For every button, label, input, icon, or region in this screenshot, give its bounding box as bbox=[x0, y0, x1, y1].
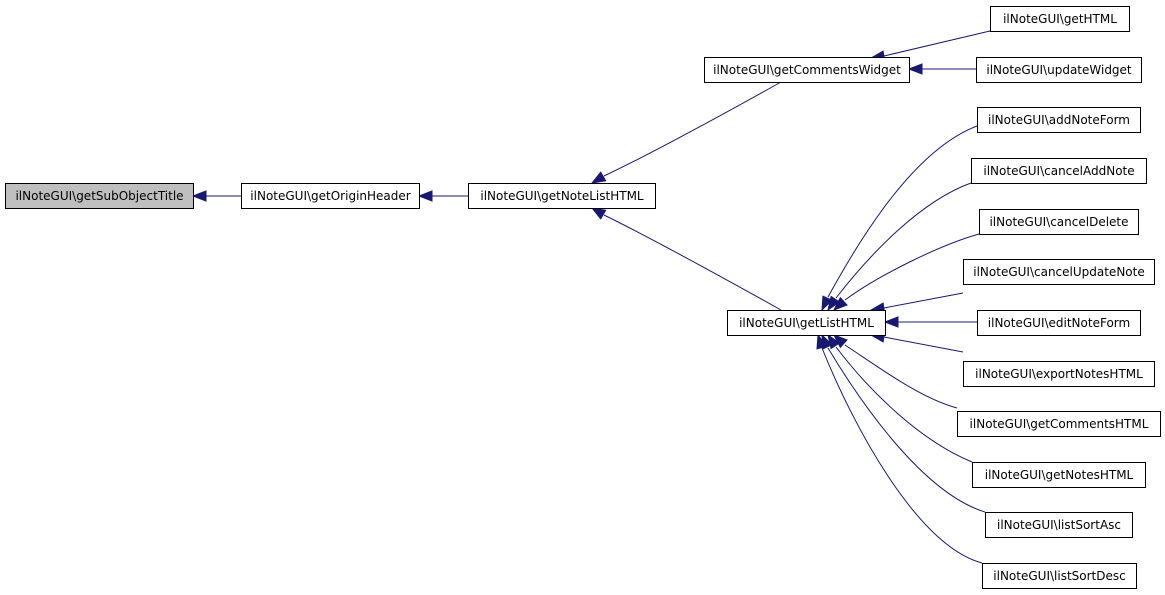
node-n13[interactable]: ilNoteGUI\getCommentsHTML bbox=[957, 411, 1161, 437]
node-n2[interactable]: ilNoteGUI\getNoteListHTML bbox=[468, 183, 656, 209]
edge-n7-n4 bbox=[821, 125, 978, 312]
arrowhead-icon bbox=[590, 171, 607, 184]
node-n12[interactable]: ilNoteGUI\exportNotesHTML bbox=[963, 361, 1155, 387]
edge-n13-n4 bbox=[832, 334, 958, 409]
node-label: ilNoteGUI\getNoteListHTML bbox=[480, 189, 644, 203]
edge-n16-n4 bbox=[816, 333, 983, 564]
node-box[interactable] bbox=[468, 183, 656, 209]
edge-n14-n4 bbox=[827, 333, 973, 463]
edge-n9-n4 bbox=[832, 233, 980, 311]
node-n16[interactable]: ilNoteGUI\listSortDesc bbox=[982, 563, 1137, 589]
node-box[interactable] bbox=[977, 310, 1141, 336]
node-box[interactable] bbox=[963, 259, 1155, 285]
node-n9[interactable]: ilNoteGUI\cancelDelete bbox=[979, 209, 1139, 235]
node-box[interactable] bbox=[704, 57, 910, 83]
node-box[interactable] bbox=[963, 361, 1155, 387]
node-box[interactable] bbox=[982, 563, 1137, 589]
edge-line bbox=[821, 347, 983, 564]
edge-line bbox=[883, 292, 964, 309]
node-label: ilNoteGUI\editNoteForm bbox=[988, 316, 1130, 330]
edge-n4-n2 bbox=[590, 207, 782, 311]
node-n11[interactable]: ilNoteGUI\editNoteForm bbox=[977, 310, 1141, 336]
arrowhead-icon bbox=[816, 333, 828, 350]
node-label: ilNoteGUI\getOriginHeader bbox=[250, 189, 410, 203]
arrowhead-icon bbox=[907, 63, 923, 75]
edge-line bbox=[844, 344, 958, 409]
node-n8[interactable]: ilNoteGUI\cancelAddNote bbox=[971, 158, 1147, 184]
edge-n5-n3 bbox=[869, 30, 991, 62]
arrowhead-icon bbox=[590, 207, 607, 220]
arrowhead-icon bbox=[832, 296, 848, 311]
edge-line bbox=[603, 214, 782, 311]
node-n0[interactable]: ilNoteGUI\getSubObjectTitle bbox=[5, 183, 194, 209]
edge-line bbox=[827, 347, 986, 513]
node-label: ilNoteGUI\getHTML bbox=[1003, 12, 1117, 26]
node-box[interactable] bbox=[990, 6, 1130, 32]
node-label: ilNoteGUI\getSubObjectTitle bbox=[15, 189, 183, 203]
node-box[interactable] bbox=[727, 310, 886, 336]
node-n10[interactable]: ilNoteGUI\cancelUpdateNote bbox=[963, 259, 1155, 285]
node-label: ilNoteGUI\getListHTML bbox=[739, 316, 874, 330]
edge-line bbox=[835, 182, 972, 299]
edge-n6-n3 bbox=[907, 63, 976, 75]
node-label: ilNoteGUI\updateWidget bbox=[986, 63, 1132, 77]
node-n14[interactable]: ilNoteGUI\getNotesHTML bbox=[972, 462, 1146, 488]
edge-line bbox=[827, 125, 978, 298]
edge-n1-n0 bbox=[191, 190, 241, 202]
node-label: ilNoteGUI\cancelDelete bbox=[989, 215, 1128, 229]
edge-line bbox=[844, 233, 980, 301]
edge-n2-n1 bbox=[417, 190, 468, 202]
node-n15[interactable]: ilNoteGUI\listSortAsc bbox=[985, 512, 1133, 538]
edge-line bbox=[883, 336, 964, 353]
node-label: ilNoteGUI\getCommentsWidget bbox=[713, 63, 901, 77]
node-label: ilNoteGUI\getCommentsHTML bbox=[970, 417, 1149, 431]
node-n6[interactable]: ilNoteGUI\updateWidget bbox=[976, 57, 1142, 83]
node-n4[interactable]: ilNoteGUI\getListHTML bbox=[727, 310, 886, 336]
edge-line bbox=[603, 81, 782, 177]
edge-line bbox=[835, 346, 973, 463]
arrowhead-icon bbox=[821, 295, 833, 312]
node-label: ilNoteGUI\getNotesHTML bbox=[985, 468, 1134, 482]
node-box[interactable] bbox=[979, 209, 1139, 235]
node-label: ilNoteGUI\addNoteForm bbox=[988, 113, 1130, 127]
node-box[interactable] bbox=[976, 57, 1142, 83]
node-box[interactable] bbox=[977, 107, 1141, 133]
node-label: ilNoteGUI\cancelAddNote bbox=[983, 164, 1134, 178]
arrowhead-icon bbox=[191, 190, 207, 202]
node-label: ilNoteGUI\listSortAsc bbox=[997, 518, 1121, 532]
edge-line bbox=[883, 30, 991, 57]
node-n1[interactable]: ilNoteGUI\getOriginHeader bbox=[241, 183, 420, 209]
node-box[interactable] bbox=[5, 183, 194, 209]
arrowhead-icon bbox=[883, 316, 899, 328]
edge-n8-n4 bbox=[827, 182, 972, 312]
node-label: ilNoteGUI\listSortDesc bbox=[993, 569, 1125, 583]
node-label: ilNoteGUI\cancelUpdateNote bbox=[973, 265, 1144, 279]
edge-n11-n4 bbox=[883, 316, 977, 328]
node-box[interactable] bbox=[957, 411, 1161, 437]
arrowhead-icon bbox=[417, 190, 433, 202]
node-box[interactable] bbox=[972, 462, 1146, 488]
node-n5[interactable]: ilNoteGUI\getHTML bbox=[990, 6, 1130, 32]
arrowhead-icon bbox=[827, 295, 841, 312]
node-box[interactable] bbox=[971, 158, 1147, 184]
edge-layer bbox=[191, 30, 991, 564]
node-label: ilNoteGUI\exportNotesHTML bbox=[975, 367, 1143, 381]
node-layer: ilNoteGUI\getSubObjectTitle ilNoteGUI\get… bbox=[5, 6, 1161, 589]
edge-n3-n2 bbox=[590, 81, 782, 184]
node-n3[interactable]: ilNoteGUI\getCommentsWidget bbox=[704, 57, 910, 83]
node-box[interactable] bbox=[241, 183, 420, 209]
node-n7[interactable]: ilNoteGUI\addNoteForm bbox=[977, 107, 1141, 133]
node-box[interactable] bbox=[985, 512, 1133, 538]
